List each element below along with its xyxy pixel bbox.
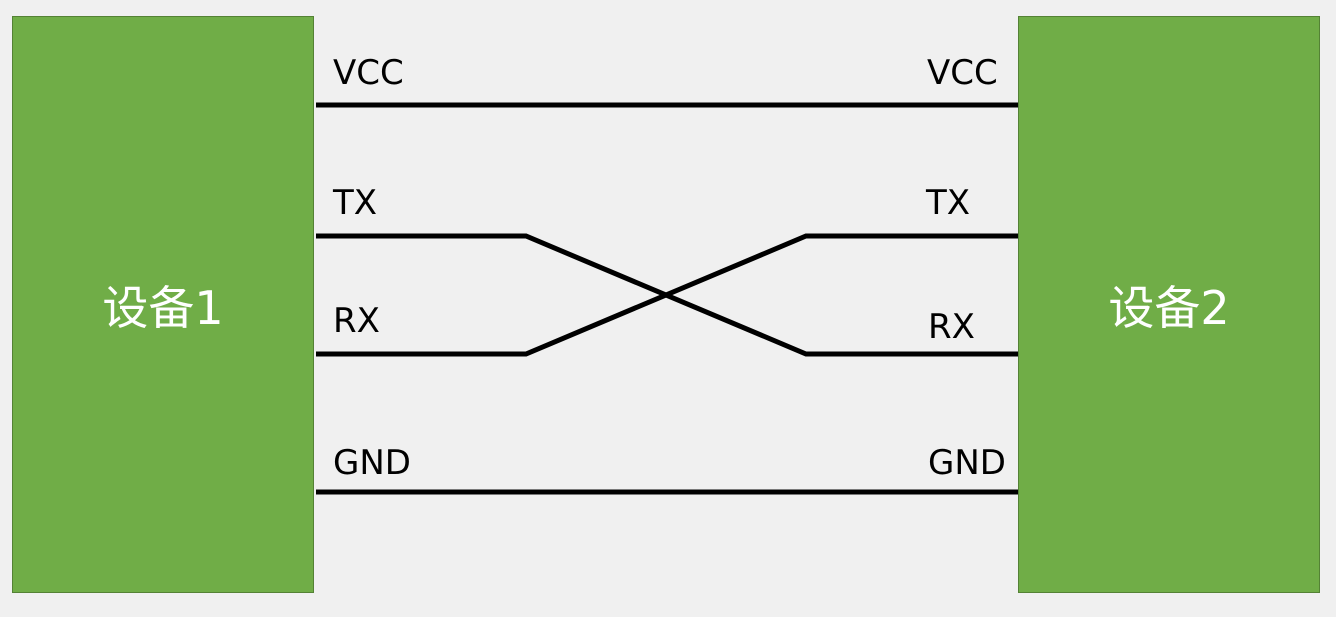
right-gnd-label: GND [928,443,1006,483]
right-vcc-label: VCC [927,53,998,93]
left-rx-label: RX [333,301,380,341]
left-tx-label: TX [333,183,378,223]
device-2-box: 设备2 [1018,16,1320,593]
right-rx-label: RX [928,307,975,347]
rx-to-tx-wire [316,233,1018,357]
device-1-box: 设备1 [12,16,314,593]
left-vcc-label: VCC [333,53,404,93]
right-tx-label: TX [926,183,971,223]
left-gnd-label: GND [333,443,411,483]
device-2-label: 设备2 [1108,280,1230,335]
device-1-label: 设备1 [102,280,224,335]
